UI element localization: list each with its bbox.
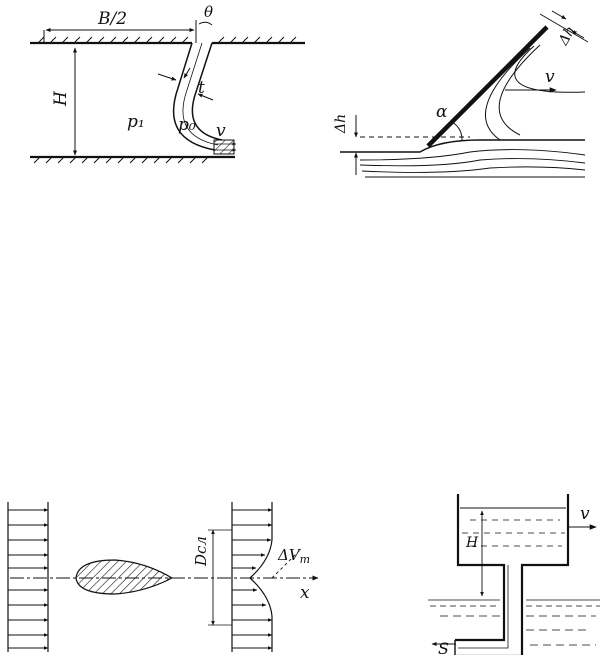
thickness-arrow-left (157, 73, 177, 81)
jet-streamline-2 (485, 47, 531, 141)
tank-left-outline (455, 494, 506, 642)
figure-plate (340, 10, 589, 178)
airfoil-shape (75, 559, 174, 595)
jet-centerline (182, 42, 219, 146)
label-area: S (438, 639, 449, 655)
label-height: H (51, 90, 71, 107)
streamline-2 (359, 158, 586, 167)
label-theta: θ (204, 3, 213, 21)
thickness-arrow-right (197, 93, 214, 101)
inclined-plate (426, 25, 549, 148)
tank-right-outline (455, 494, 570, 655)
label-pressure-in: p₁ (127, 112, 145, 132)
label-half-width: B/2 (97, 9, 127, 29)
jet-flow-arrow (183, 67, 191, 79)
label-alpha: α (436, 102, 448, 122)
upstream-arrows (8, 508, 49, 650)
label-velocity-4: v (580, 504, 590, 524)
streamline-3 (361, 166, 586, 173)
figure-jet-wall (30, 20, 305, 164)
jet-outer-wall (172, 42, 216, 151)
ceiling-right-hatch (217, 36, 297, 44)
label-rise: Δh (333, 114, 349, 134)
free-surface (340, 139, 585, 153)
wake-deficit-curve (249, 502, 273, 652)
tank-water-lines (462, 519, 565, 547)
streamline-1 (359, 149, 586, 161)
figure-siphon (428, 494, 600, 655)
label-siphon-height: H (465, 535, 479, 551)
jet-streamline-1 (498, 44, 541, 136)
floor-hatch (33, 156, 209, 164)
alpha-arc (451, 121, 463, 141)
ceiling-hatch (37, 36, 189, 44)
label-velocity-1: v (216, 121, 226, 141)
wake-arrows (232, 508, 273, 650)
jet-inner-wall (191, 42, 223, 141)
label-x-axis: x (300, 583, 310, 603)
label-pressure-out: p₀ (178, 115, 196, 135)
theta-arc (198, 21, 213, 26)
outside-water-lines (428, 599, 600, 646)
jet-streamline-3 (514, 45, 586, 93)
label-velocity-deficit: ΔVm (277, 546, 310, 566)
label-wake-width: Dсл (192, 536, 210, 567)
label-rise-top: Δh (555, 23, 579, 48)
outlet-profile (213, 139, 235, 155)
label-velocity-2: v (545, 67, 555, 87)
figure-airfoil (7, 502, 319, 652)
label-thickness: t (198, 78, 205, 98)
tube-centerline (458, 565, 509, 649)
